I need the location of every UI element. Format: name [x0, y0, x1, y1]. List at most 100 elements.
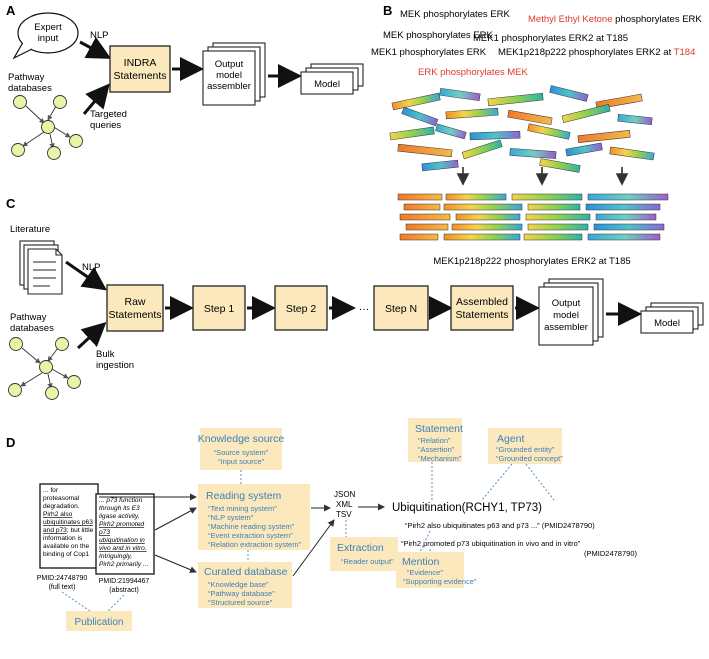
format-tsv: TSV: [336, 510, 352, 519]
reading-system-item: “Event extraction system”: [208, 531, 293, 540]
assembler-stack-c: [538, 278, 604, 346]
model-c-label: Model: [654, 318, 680, 329]
pub1-line: and p73; but little: [43, 527, 94, 534]
knowledge-source-item: “Source system”: [214, 448, 269, 457]
pub1-line: binding of Cop1: [43, 551, 90, 558]
pub1-line: available on the: [43, 543, 90, 550]
panel-c-label: C: [6, 196, 16, 211]
pub1-line: ... for: [43, 487, 59, 494]
publication-box: [66, 611, 132, 631]
assembler-a-line3: assembler: [207, 81, 251, 92]
pub2-line: Pirh2 primarily ...: [99, 561, 149, 568]
extraction-item: “Reader output”: [341, 557, 394, 566]
mention-dotted-links: [419, 530, 431, 553]
curated-to-formats-arrow: [292, 519, 335, 577]
literature-label: Literature: [10, 224, 50, 235]
curated-database-item: “Knowledge base”: [208, 580, 269, 589]
curated-database-box: [198, 562, 292, 608]
reading-system-box: [198, 484, 310, 550]
step1-box: [192, 285, 246, 331]
pathway-db-c-line2: databases: [10, 323, 54, 334]
curated-database-title: Curated database: [204, 566, 288, 578]
agent-item: “Grounded concept”: [496, 454, 563, 463]
sentence-3: MEK1 phosphorylates ERK2 at T185: [473, 33, 628, 44]
format-xml: XML: [336, 500, 353, 509]
sentence-mek-ketone-rest: phosphorylates ERK: [613, 14, 703, 25]
pub1-line: information is: [43, 535, 83, 542]
assembler-c-line1: Output: [552, 298, 581, 309]
model-stack-c: [640, 302, 704, 334]
nlp-label-a: NLP: [90, 30, 108, 41]
indra-statements-line1: INDRA: [124, 57, 157, 69]
knowledge-source-title: Knowledge source: [198, 433, 285, 445]
sentence-mek-ketone-red: Methyl Ethyl Ketone: [528, 14, 613, 25]
agent-title: Agent: [497, 433, 525, 445]
format-json: JSON: [334, 490, 356, 499]
step2-label: Step 2: [286, 303, 317, 315]
model-stack-a: [300, 63, 364, 95]
publication-label: Publication: [75, 617, 124, 628]
mention-box: [396, 552, 464, 588]
pub1-span: and p73: [43, 527, 67, 534]
nlp-arrow-a: [79, 36, 112, 59]
reading-system-item: “Relation extraction system”: [208, 540, 301, 549]
evidence-1: “Pirh2 also ubiquitinates p63 and p73 ..…: [405, 521, 595, 530]
statement-dotted-links: [431, 462, 555, 501]
targeted-queries-arrow: [82, 83, 110, 115]
bulk-ingestion-arrow: [76, 321, 107, 350]
pub2-type: (abstract): [109, 587, 139, 594]
expert-input-line1: Expert: [34, 22, 62, 33]
mention-item: “Evidence”: [407, 568, 443, 577]
sentence-mek-ketone: Methyl Ethyl Ketone phosphorylates ERK: [528, 14, 702, 25]
pub2-line: through its E3: [99, 505, 140, 512]
evidence-2-pmid: (PMID2478790): [584, 549, 637, 558]
knowledge-source-item: “Input source”: [218, 457, 265, 466]
agent-box: [488, 428, 562, 464]
publication-1-box: [39, 483, 99, 569]
curated-database-item: “Structured source”: [208, 598, 273, 607]
extraction-title: Extraction: [337, 542, 384, 554]
bulk-ingestion-line1: Bulk: [96, 349, 115, 360]
bulk-ingestion-line2: ingestion: [96, 360, 134, 371]
assembled-line2: Statements: [455, 309, 508, 321]
pathway-db-c-line1: Pathway: [10, 312, 47, 323]
publication-2-text: ... p73 function through its E3 ligase a…: [98, 497, 149, 568]
expert-input-bubble: Expert input: [12, 12, 79, 60]
result-sentence: MEK1p218p222 phosphorylates ERK2 at T185: [433, 256, 630, 267]
pub1-line: Pirh2 also: [43, 511, 73, 518]
targeted-queries-line2: queries: [90, 120, 121, 131]
agent-item: “Grounded entity”: [496, 445, 555, 454]
nlp-label-c: NLP: [82, 262, 100, 273]
statement-item: “Mechanism”: [418, 454, 462, 463]
panel-d-label: D: [6, 435, 15, 450]
statement-item: “Assertion”: [418, 445, 455, 454]
literature-doc-icon: [19, 240, 63, 295]
scattered-fragments: [389, 85, 655, 173]
sentence-5: MEK1p218p222 phosphorylates ERK2 at T184: [498, 47, 695, 58]
reading-system-item: “NLP system”: [208, 513, 254, 522]
mention-item: “Supporting evidence”: [403, 577, 477, 586]
publication-2-box: [95, 493, 155, 575]
assembler-a-line1: Output: [215, 59, 244, 70]
model-a-label: Model: [314, 79, 340, 90]
ellipsis-label: ···: [359, 303, 370, 315]
publication-dotted-links: [61, 591, 125, 612]
pub-arrows: [99, 493, 197, 573]
sentence-1: MEK phosphorylates ERK: [400, 9, 510, 20]
stepN-label: Step N: [385, 303, 417, 315]
sentence-5-main: MEK1p218p222 phosphorylates ERK2 at: [498, 47, 674, 58]
pub2-line: vivo and in vitro.: [99, 545, 147, 552]
assembler-c-line2: model: [553, 310, 579, 321]
sentence-5-red: T184: [674, 47, 696, 58]
reading-system-item: “Text mining system”: [208, 504, 277, 513]
reading-system-item: “Machine reading system”: [208, 522, 295, 531]
raw-statements-box: [106, 284, 164, 332]
step1-label: Step 1: [204, 303, 235, 315]
mention-title: Mention: [402, 556, 440, 568]
sentence-erk-mek: ERK phosphorylates MEK: [418, 67, 528, 78]
network-nodes-a: [11, 95, 83, 160]
extraction-box: [330, 537, 398, 571]
network-graph-a: [22, 105, 71, 149]
raw-statements-line1: Raw: [124, 296, 145, 308]
pub2-line: p73: [98, 529, 110, 536]
